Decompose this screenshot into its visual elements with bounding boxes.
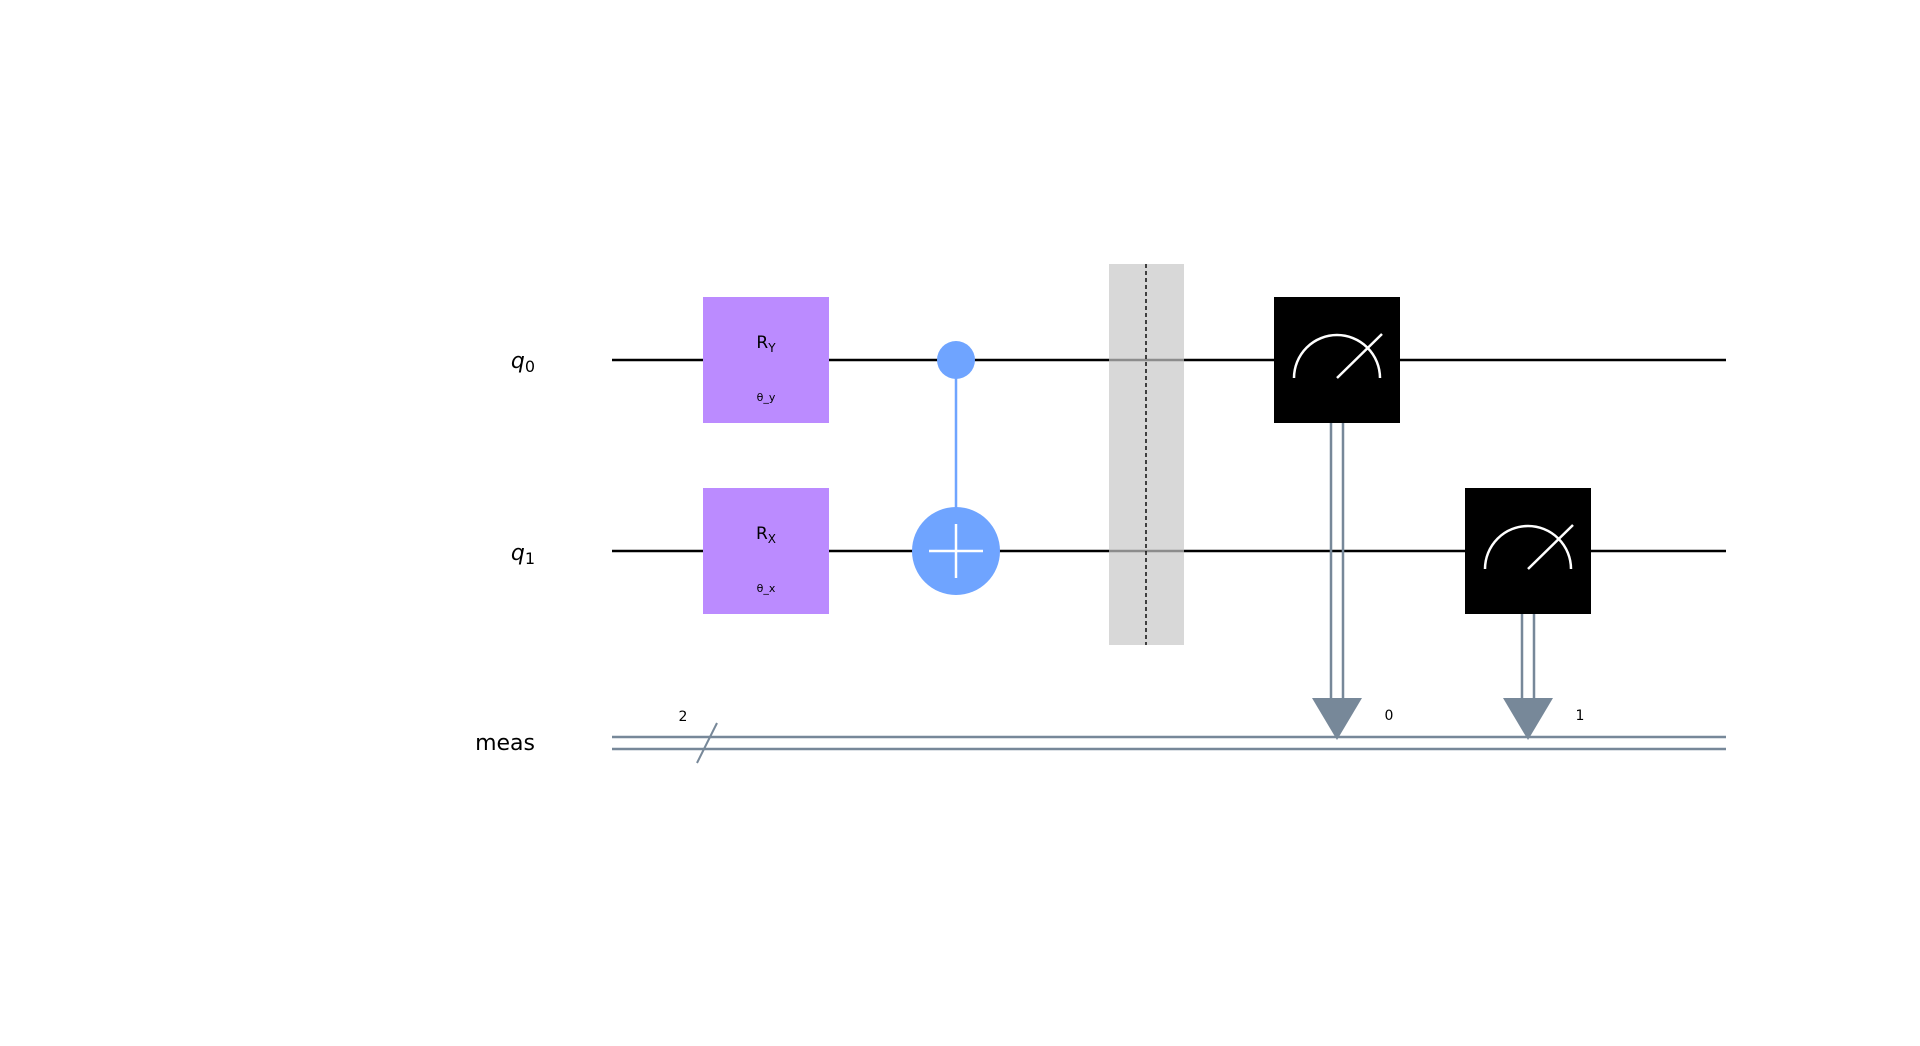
- classical-register-label: meas: [475, 731, 535, 756]
- measure-gate-q0: 0: [1274, 297, 1400, 740]
- cx-control-dot: [937, 341, 975, 379]
- register-size-label: 2: [679, 709, 688, 725]
- measure-gate-q1: 1: [1465, 488, 1591, 740]
- meter-needle-icon: [1527, 524, 1574, 570]
- register-size-slash: [696, 722, 718, 764]
- ry-gate-param: θ_y: [757, 391, 776, 404]
- ry-gate-name: RY: [756, 333, 776, 355]
- rx-gate-name: RX: [756, 524, 776, 546]
- meter-icon: [1292, 333, 1382, 379]
- rx-gate: RX θ_x: [703, 488, 829, 614]
- qubit-label-q1: q1: [511, 541, 535, 568]
- measure-arrow-q1: [1503, 698, 1553, 740]
- measure-arrow-q0: [1312, 698, 1362, 740]
- barrier: [1109, 264, 1184, 645]
- meter-icon: [1483, 524, 1573, 570]
- measure-bit-label-0: 0: [1385, 708, 1394, 724]
- rx-gate-param: θ_x: [757, 582, 776, 595]
- cx-gate: [912, 341, 1000, 595]
- qubit-label-q0: q0: [511, 349, 535, 376]
- ry-gate: RY θ_y: [703, 297, 829, 423]
- meter-needle-icon: [1336, 333, 1383, 379]
- measure-bit-label-1: 1: [1576, 708, 1585, 724]
- classical-wire-meas: [612, 735, 1726, 751]
